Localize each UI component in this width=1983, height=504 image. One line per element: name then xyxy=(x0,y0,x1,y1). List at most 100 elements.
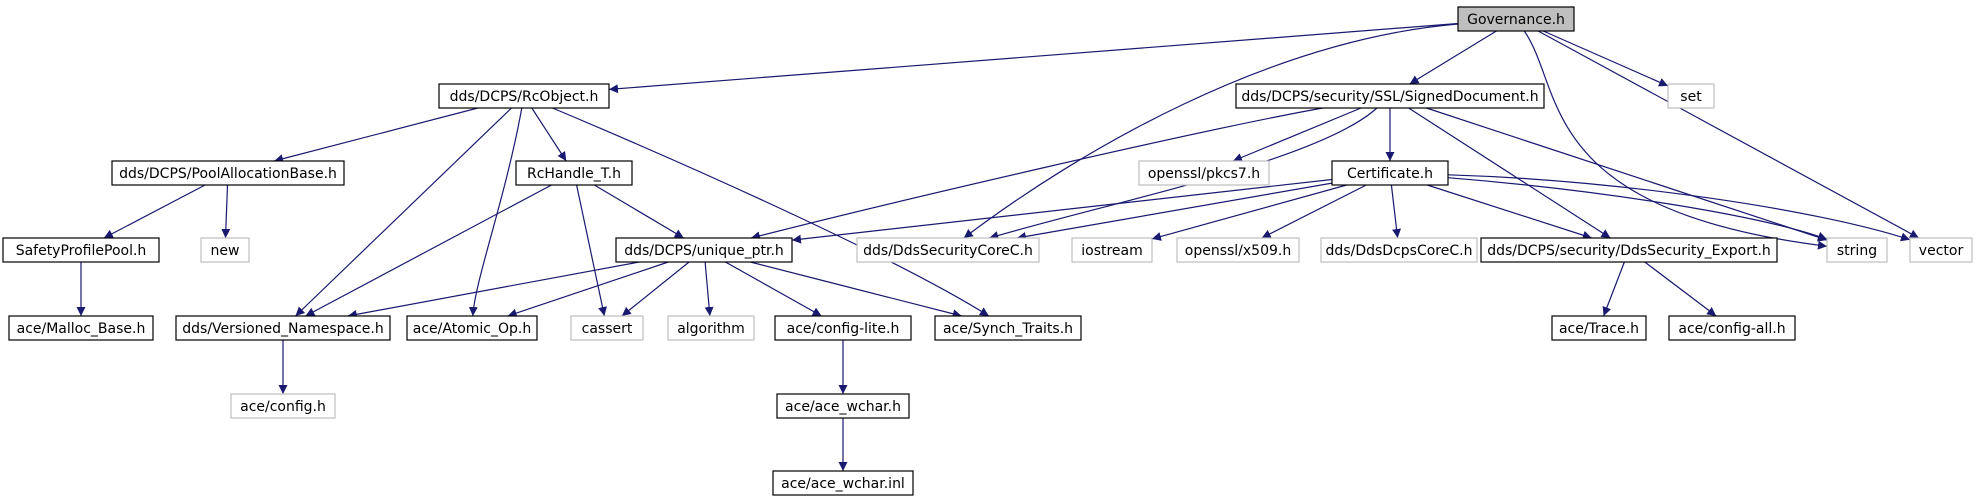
node-box xyxy=(438,83,610,109)
node-label: dds/DCPS/security/SSL/SignedDocument.h xyxy=(1241,89,1538,105)
node-label: algorithm xyxy=(677,321,745,337)
edge-uniqueptr-to-versionedns xyxy=(347,261,640,319)
node-box xyxy=(1071,237,1153,263)
edge-certificate-to-string xyxy=(1447,177,1828,241)
node-label: ace/ace_wchar.h xyxy=(785,399,901,415)
node-box xyxy=(776,393,910,419)
node-acewchar[interactable]: ace/ace_wchar.h xyxy=(776,393,910,419)
node-label: dds/DCPS/PoolAllocationBase.h xyxy=(119,166,337,182)
node-secexport[interactable]: dds/DCPS/security/DdsSecurity_Export.h xyxy=(1480,237,1778,263)
node-label: new xyxy=(211,243,240,259)
node-box xyxy=(1551,315,1647,341)
node-box xyxy=(856,237,1040,263)
node-label: dds/DCPS/security/DdsSecurity_Export.h xyxy=(1487,243,1771,259)
node-label: Certificate.h xyxy=(1347,166,1433,182)
node-box xyxy=(111,160,345,186)
node-pkcs7: openssl/pkcs7.h xyxy=(1138,160,1270,186)
node-ddssecuritycore: dds/DdsSecurityCoreC.h xyxy=(856,237,1040,263)
node-label: dds/DdsDcpsCoreC.h xyxy=(1326,243,1473,259)
node-atomicop[interactable]: ace/Atomic_Op.h xyxy=(406,315,538,341)
node-poolalloc[interactable]: dds/DCPS/PoolAllocationBase.h xyxy=(111,160,345,186)
edge-rchandle-to-versionedns xyxy=(305,184,552,317)
node-label: iostream xyxy=(1081,243,1143,259)
node-label: cassert xyxy=(582,321,633,337)
node-label: openssl/pkcs7.h xyxy=(1148,166,1260,182)
node-safetypool[interactable]: SafetyProfilePool.h xyxy=(2,237,160,263)
edge-uniqueptr-to-cassert xyxy=(621,261,690,317)
node-cassert: cassert xyxy=(570,315,644,341)
edge-governance-to-ddssecuritycore xyxy=(963,23,1459,239)
edge-rchandle-to-cassert xyxy=(576,184,607,317)
node-versionedns[interactable]: dds/Versioned_Namespace.h xyxy=(175,315,391,341)
node-label: string xyxy=(1837,243,1877,259)
node-box xyxy=(1176,237,1300,263)
node-box xyxy=(175,315,391,341)
node-box xyxy=(615,237,793,263)
node-uniqueptr[interactable]: dds/DCPS/unique_ptr.h xyxy=(615,237,793,263)
node-box xyxy=(230,393,336,419)
node-box xyxy=(8,315,154,341)
node-governance[interactable]: Governance.h xyxy=(1457,6,1575,32)
edge-governance-to-rcobject xyxy=(608,22,1459,94)
node-vector: vector xyxy=(1909,237,1973,263)
edge-certificate-to-iostream xyxy=(1151,184,1347,241)
edge-rcobject-to-rchandle xyxy=(531,107,567,162)
node-box xyxy=(1331,160,1449,186)
node-aceconfig: ace/config.h xyxy=(230,393,336,419)
node-rchandle[interactable]: RcHandle_T.h xyxy=(515,160,633,186)
node-label: ace/ace_wchar.inl xyxy=(781,476,905,492)
node-signeddoc[interactable]: dds/DCPS/security/SSL/SignedDocument.h xyxy=(1235,83,1545,109)
node-box xyxy=(772,470,914,496)
node-box xyxy=(1138,160,1270,186)
node-box xyxy=(1480,237,1778,263)
edge-governance-to-signeddoc xyxy=(1409,30,1497,85)
edge-uniqueptr-to-synchtraits xyxy=(750,261,962,319)
node-box xyxy=(1235,83,1545,109)
edge-uniqueptr-to-algorithm xyxy=(704,261,714,317)
node-acetrace[interactable]: ace/Trace.h xyxy=(1551,315,1647,341)
node-label: dds/Versioned_Namespace.h xyxy=(182,321,383,337)
node-new: new xyxy=(200,237,250,263)
edges-layer xyxy=(76,22,1920,471)
edge-governance-to-vector xyxy=(1537,30,1920,239)
node-label: ace/config.h xyxy=(240,399,326,415)
node-synchtraits[interactable]: ace/Synch_Traits.h xyxy=(934,315,1082,341)
edge-governance-to-set xyxy=(1543,30,1669,87)
node-string: string xyxy=(1826,237,1888,263)
node-box xyxy=(1909,237,1973,263)
edge-signeddoc-to-uniqueptr xyxy=(750,107,1324,241)
edge-rcobject-to-atomicop xyxy=(468,107,523,317)
node-configlite[interactable]: ace/config-lite.h xyxy=(774,315,912,341)
node-label: ace/config-all.h xyxy=(1678,321,1785,337)
edge-certificate-to-x509 xyxy=(1261,184,1367,239)
node-certificate[interactable]: Certificate.h xyxy=(1331,160,1449,186)
node-rcobject[interactable]: dds/DCPS/RcObject.h xyxy=(438,83,610,109)
node-label: ace/Malloc_Base.h xyxy=(17,321,146,337)
edge-certificate-to-ddssecuritycore xyxy=(1016,182,1333,241)
edge-poolalloc-to-safetypool xyxy=(103,184,206,239)
node-label: ace/config-lite.h xyxy=(787,321,900,337)
node-label: RcHandle_T.h xyxy=(527,166,621,182)
node-box xyxy=(515,160,633,186)
edge-uniqueptr-to-configlite xyxy=(725,261,822,317)
edge-rcobject-to-versionedns xyxy=(295,107,512,317)
node-box xyxy=(570,315,644,341)
node-box xyxy=(406,315,538,341)
edge-certificate-to-uniqueptr xyxy=(791,178,1333,244)
node-configall[interactable]: ace/config-all.h xyxy=(1668,315,1796,341)
node-mallocbase[interactable]: ace/Malloc_Base.h xyxy=(8,315,154,341)
edge-secexport-to-configall xyxy=(1644,261,1717,317)
node-box xyxy=(1667,83,1715,109)
edge-poolalloc-to-new xyxy=(221,184,231,239)
edge-certificate-to-vector xyxy=(1447,174,1911,242)
edge-certificate-to-secexport xyxy=(1427,184,1592,240)
edge-certificate-to-ddsdcpscore xyxy=(1390,184,1402,239)
node-label: vector xyxy=(1919,243,1964,259)
node-acewcharinl[interactable]: ace/ace_wchar.inl xyxy=(772,470,914,496)
edge-signeddoc-to-secexport xyxy=(1408,107,1611,239)
node-label: dds/DCPS/RcObject.h xyxy=(450,89,599,105)
node-iostream: iostream xyxy=(1071,237,1153,263)
node-label: openssl/x509.h xyxy=(1185,243,1291,259)
node-box xyxy=(1826,237,1888,263)
